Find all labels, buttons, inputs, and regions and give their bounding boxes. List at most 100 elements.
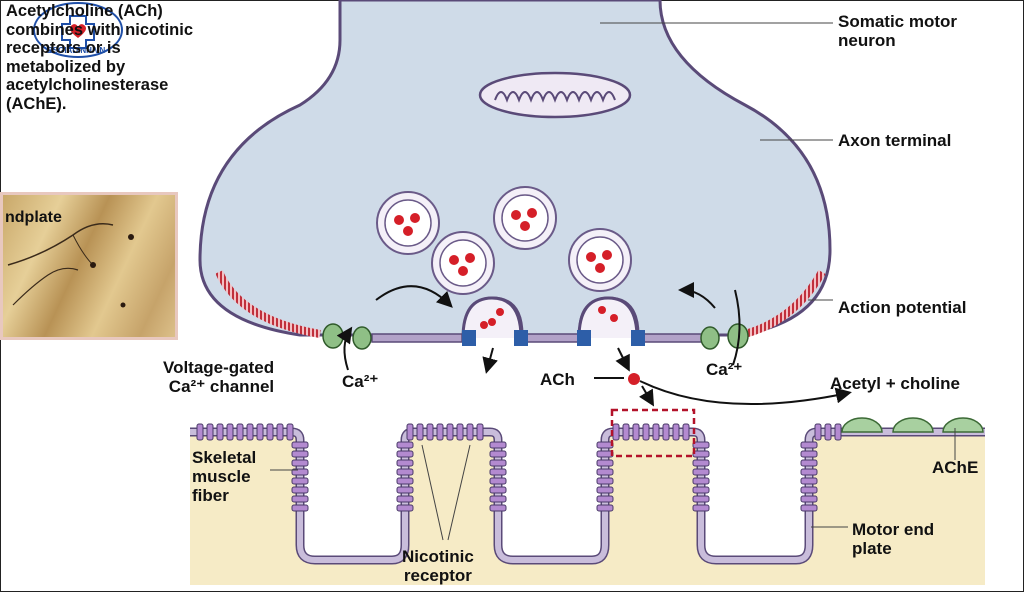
nicotinic-receptor bbox=[396, 468, 414, 476]
photo-nerve-lines bbox=[7, 223, 134, 308]
nicotinic-receptor bbox=[692, 441, 710, 449]
label-voltage-gated-ca-channel: Voltage-gated Ca²⁺ channel bbox=[163, 358, 275, 396]
nicotinic-receptor bbox=[612, 423, 620, 441]
nicotinic-receptor bbox=[489, 495, 507, 503]
nicotinic-receptor bbox=[834, 423, 842, 441]
ach-molecule bbox=[595, 263, 605, 273]
axon-terminal bbox=[198, 0, 832, 337]
nicotinic-receptor bbox=[396, 486, 414, 494]
ach-molecule bbox=[527, 208, 537, 218]
nicotinic-receptor bbox=[800, 477, 818, 485]
ach-molecule bbox=[394, 215, 404, 225]
ach-molecule bbox=[449, 255, 459, 265]
nicotinic-receptor bbox=[396, 441, 414, 449]
synaptic-vesicles bbox=[376, 186, 632, 295]
nicotinic-receptor bbox=[692, 504, 710, 512]
nicotinic-receptor bbox=[256, 423, 264, 441]
label-motor-end-plate: Motor end plate bbox=[852, 520, 935, 558]
muscle-fiber bbox=[190, 432, 985, 585]
nicotinic-receptor bbox=[196, 423, 204, 441]
nicotinic-receptor bbox=[291, 441, 309, 449]
nicotinic-receptor bbox=[692, 477, 710, 485]
nicotinic-receptor bbox=[692, 468, 710, 476]
nicotinic-receptor bbox=[406, 423, 414, 441]
label-ach: ACh bbox=[540, 370, 575, 389]
vesicle-inner bbox=[439, 239, 487, 287]
vesicle-inner bbox=[576, 236, 624, 284]
ach-dot bbox=[628, 373, 640, 385]
vesicle-inner bbox=[384, 199, 432, 247]
endplate-photo: ndplate bbox=[0, 192, 178, 340]
ach-molecule bbox=[410, 213, 420, 223]
nicotinic-receptor bbox=[476, 423, 484, 441]
nicotinic-receptor bbox=[489, 468, 507, 476]
nicotinic-receptor bbox=[466, 423, 474, 441]
nicotinic-receptor bbox=[456, 423, 464, 441]
nicotinic-receptor bbox=[596, 468, 614, 476]
caption-text: Acetylcholine (ACh) combines with nicoti… bbox=[6, 2, 194, 113]
logo-graphic bbox=[33, 2, 123, 58]
nicotinic-receptor bbox=[800, 495, 818, 503]
watermark-text: BSGIADINH.VN bbox=[47, 46, 106, 55]
nicotinic-receptor bbox=[246, 423, 254, 441]
nicotinic-receptor bbox=[652, 423, 660, 441]
nicotinic-receptor bbox=[266, 423, 274, 441]
label-ca-left: Ca²⁺ bbox=[342, 372, 379, 391]
nicotinic-receptor bbox=[396, 504, 414, 512]
label-skeletal-muscle-fiber: Skeletal muscle fiber bbox=[192, 448, 257, 505]
label-somatic-motor-neuron: Somatic motor neuron bbox=[838, 12, 958, 50]
transporter-blocks bbox=[462, 330, 645, 346]
nicotinic-receptor bbox=[291, 450, 309, 458]
nicotinic-receptor bbox=[662, 423, 670, 441]
nicotinic-receptor bbox=[800, 504, 818, 512]
nicotinic-receptor bbox=[692, 495, 710, 503]
nicotinic-receptor bbox=[596, 486, 614, 494]
ach-molecules bbox=[480, 306, 640, 385]
label-nicotinic-receptor: Nicotinic receptor bbox=[402, 547, 474, 585]
mitochondrion bbox=[478, 71, 632, 119]
nicotinic-receptor bbox=[682, 423, 690, 441]
nicotinic-receptor bbox=[596, 495, 614, 503]
label-axon-terminal: Axon terminal bbox=[838, 131, 952, 150]
nicotinic-receptor bbox=[814, 423, 822, 441]
nicotinic-receptor bbox=[396, 477, 414, 485]
nicotinic-receptor bbox=[622, 423, 630, 441]
ach-molecule bbox=[511, 210, 521, 220]
nicotinic-receptor bbox=[800, 450, 818, 458]
highlight-box bbox=[610, 408, 696, 458]
nicotinic-receptor bbox=[416, 423, 424, 441]
nicotinic-receptor bbox=[291, 486, 309, 494]
action-potential-left bbox=[215, 270, 321, 338]
ach-molecule bbox=[403, 226, 413, 236]
label-action-potential: Action potential bbox=[838, 298, 967, 317]
nicotinic-receptor bbox=[291, 459, 309, 467]
nicotinic-receptor bbox=[692, 486, 710, 494]
label-ache: AChE bbox=[932, 458, 979, 477]
nicotinic-receptor bbox=[596, 441, 614, 449]
nicotinic-receptor bbox=[692, 450, 710, 458]
nicotinic-receptor bbox=[396, 495, 414, 503]
ach-molecule bbox=[465, 253, 475, 263]
nicotinic-receptor bbox=[396, 450, 414, 458]
nicotinic-receptor bbox=[596, 477, 614, 485]
nicotinic-receptor bbox=[396, 459, 414, 467]
nicotinic-receptor bbox=[632, 423, 640, 441]
nicotinic-receptor bbox=[286, 423, 294, 441]
vesicle-inner bbox=[501, 194, 549, 242]
nicotinic-receptor bbox=[596, 459, 614, 467]
nicotinic-receptor bbox=[216, 423, 224, 441]
nicotinic-receptor bbox=[236, 423, 244, 441]
nicotinic-receptor bbox=[489, 459, 507, 467]
ach-molecule bbox=[602, 250, 612, 260]
ach-molecule bbox=[458, 266, 468, 276]
nicotinic-receptor bbox=[800, 441, 818, 449]
nicotinic-receptor bbox=[596, 504, 614, 512]
nicotinic-receptor bbox=[824, 423, 832, 441]
nicotinic-receptor bbox=[226, 423, 234, 441]
nicotinic-receptor bbox=[426, 423, 434, 441]
nicotinic-receptor bbox=[291, 504, 309, 512]
nicotinic-receptors bbox=[196, 423, 842, 512]
ache-enzymes bbox=[841, 417, 984, 433]
nicotinic-receptor bbox=[206, 423, 214, 441]
